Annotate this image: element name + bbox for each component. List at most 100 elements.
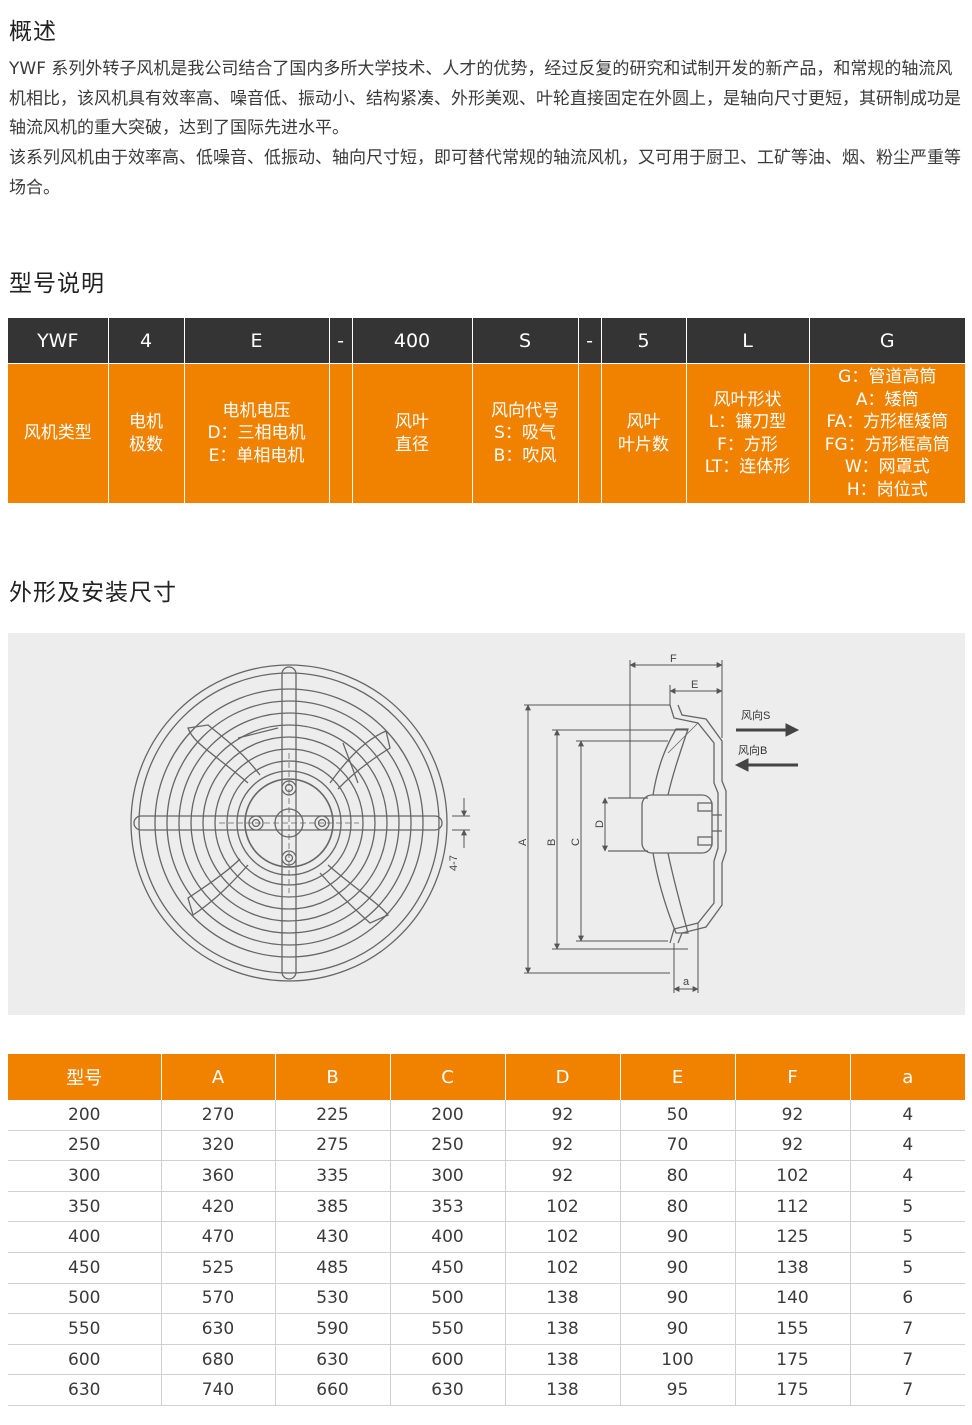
table-cell: 90 — [619, 1221, 735, 1253]
table-cell: 680 — [160, 1344, 275, 1376]
code-cell: E — [183, 318, 329, 364]
dim-c-label: C — [570, 838, 582, 846]
table-cell: 138 — [504, 1344, 620, 1376]
table-cell: 400 — [389, 1221, 505, 1253]
desc-line: E：单相电机 — [208, 445, 305, 466]
table-cell: 630 — [8, 1374, 161, 1406]
code-cell: S — [471, 318, 578, 364]
code-cell: - — [328, 318, 352, 364]
table-cell: 485 — [274, 1252, 390, 1284]
section-title-drawing: 外形及安装尺寸 — [9, 580, 177, 606]
table-cell: 250 — [389, 1130, 505, 1162]
column-header: D — [504, 1054, 620, 1100]
desc-line: H：岗位式 — [846, 479, 928, 500]
table-cell: 90 — [619, 1252, 735, 1284]
code-cell: 400 — [351, 318, 472, 364]
table-cell: 550 — [8, 1313, 161, 1345]
table-cell: 175 — [734, 1344, 850, 1376]
column-header: F — [734, 1054, 850, 1100]
dim-a-label: A — [517, 838, 529, 846]
table-cell: 80 — [619, 1191, 735, 1223]
code-cell: - — [577, 318, 601, 364]
table-cell: 138 — [504, 1313, 620, 1345]
table-cell: 225 — [274, 1100, 390, 1131]
desc-line: 风机类型 — [23, 423, 92, 444]
table-cell: 630 — [274, 1344, 390, 1376]
desc-line: 风叶 — [395, 412, 429, 432]
desc-line: 直径 — [395, 434, 429, 455]
desc-line: FG：方形框高筒 — [824, 434, 950, 455]
desc-cell: 风叶直径 — [351, 363, 472, 503]
table-cell: 530 — [274, 1283, 390, 1315]
table-cell: 125 — [734, 1221, 850, 1253]
desc-line: B：吹风 — [493, 445, 557, 466]
table-cell: 500 — [389, 1283, 505, 1315]
code-cell: G — [808, 318, 965, 364]
code-cell: 5 — [600, 318, 686, 364]
desc-line: 风向代号 — [491, 400, 559, 421]
table-cell: 5 — [849, 1221, 965, 1253]
table-cell: 50 — [619, 1100, 735, 1131]
table-cell: 7 — [849, 1374, 965, 1406]
table-cell: 102 — [504, 1221, 620, 1253]
column-header: 型号 — [8, 1054, 161, 1100]
fan-drawing-svg: 4-7 — [130, 653, 800, 993]
section-title-model: 型号说明 — [9, 271, 105, 297]
table-cell: 92 — [504, 1160, 620, 1192]
table-cell: 550 — [389, 1313, 505, 1345]
wind-b-label: 风向B — [738, 743, 767, 757]
table-cell: 590 — [274, 1313, 390, 1345]
column-header: C — [389, 1054, 505, 1100]
code-cell: 4 — [107, 318, 184, 364]
desc-cell: 电机极数 — [107, 363, 184, 503]
table-cell: 600 — [389, 1344, 505, 1376]
desc-line: A：矮筒 — [855, 389, 919, 410]
table-cell: 430 — [274, 1221, 390, 1253]
dim-f-label: F — [670, 653, 677, 665]
technical-drawing: 4-7 — [8, 633, 965, 1015]
vertical-dimensions — [524, 704, 688, 974]
dim-e-label: E — [691, 679, 698, 691]
table-cell: 740 — [160, 1374, 275, 1406]
table-cell: 92 — [504, 1130, 620, 1162]
table-cell: 450 — [389, 1252, 505, 1284]
overview-paragraph-1: YWF 系列外转子风机是我公司结合了国内多所大学技术、人才的优势，经过反复的研究… — [9, 59, 961, 138]
column-header: A — [160, 1054, 275, 1100]
holes-label: 4-7 — [448, 855, 460, 871]
table-cell: 102 — [504, 1252, 620, 1284]
table-cell: 200 — [8, 1100, 161, 1131]
dim-d-label: D — [594, 820, 606, 828]
table-cell: 140 — [734, 1283, 850, 1315]
hole-dimension — [452, 798, 470, 848]
table-cell: 92 — [504, 1100, 620, 1131]
table-cell: 400 — [8, 1221, 161, 1253]
table-cell: 275 — [274, 1130, 390, 1162]
table-cell: 300 — [8, 1160, 161, 1192]
table-cell: 5 — [849, 1252, 965, 1284]
table-cell: 4 — [849, 1130, 965, 1162]
overview-paragraph-2: 该系列风机由于效率高、低噪音、低振动、轴向尺寸短，即可替代常规的轴流风机，又可用… — [9, 148, 961, 198]
table-cell: 525 — [160, 1252, 275, 1284]
desc-line: D：三相电机 — [207, 423, 306, 444]
desc-line: 电机 — [129, 412, 163, 432]
desc-cell: 风机类型 — [8, 363, 108, 503]
column-header: E — [619, 1054, 735, 1100]
desc-line: 叶片数 — [618, 434, 669, 455]
table-cell: 7 — [849, 1344, 965, 1376]
desc-cell — [577, 363, 601, 503]
table-cell: 335 — [274, 1160, 390, 1192]
table-cell: 450 — [8, 1252, 161, 1284]
table-cell: 500 — [8, 1283, 161, 1315]
table-cell: 660 — [274, 1374, 390, 1406]
